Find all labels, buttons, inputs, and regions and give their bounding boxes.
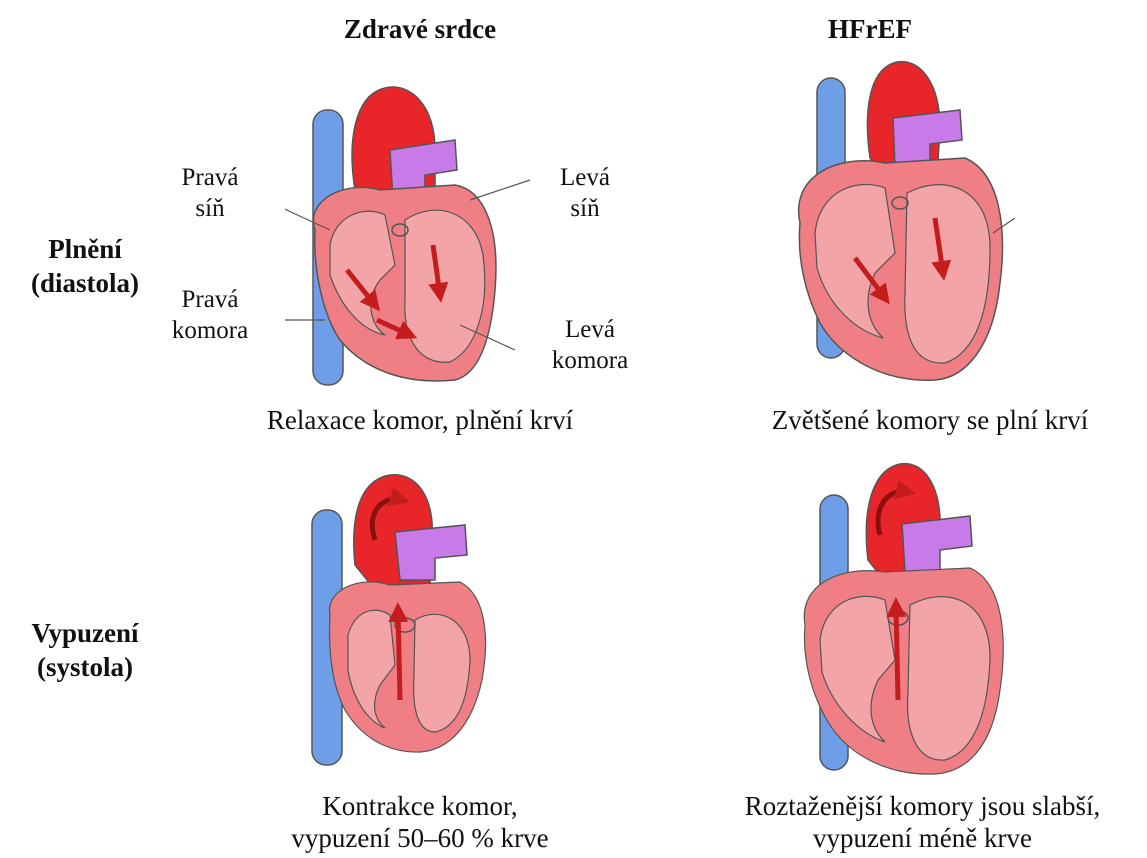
label-left-ventricle-line2: komora <box>540 345 640 376</box>
heart-healthy-filling <box>285 80 545 390</box>
caption-hfref-filling: Zvětšené komory se plní krví <box>720 404 1140 436</box>
label-left-ventricle-line1: Levá <box>540 314 640 345</box>
label-right-atrium: Pravá síň <box>160 162 260 224</box>
caption-hfref-ejection-line2: vypuzení méně krve <box>700 822 1145 854</box>
pointer-line-left-atrium <box>470 180 530 200</box>
caption-healthy-ejection: Kontrakce komor, vypuzení 50–60 % krve <box>210 790 630 854</box>
row-heading-filling-line2: (diastola) <box>10 266 160 300</box>
row-heading-filling: Plnění (diastola) <box>10 232 160 300</box>
heart-healthy-ejection <box>290 470 530 770</box>
pulmonary-artery <box>902 516 972 572</box>
column-heading-healthy: Zdravé srdce <box>300 14 540 45</box>
label-left-ventricle: Levá komora <box>540 314 640 376</box>
label-right-atrium-line1: Pravá <box>160 162 260 193</box>
flow-arrow <box>398 610 400 700</box>
label-left-atrium-line1: Levá <box>540 162 630 193</box>
label-right-ventricle-line1: Pravá <box>160 284 260 315</box>
caption-hfref-ejection-line1: Roztaženější komory jsou slabší, <box>700 790 1145 822</box>
flow-arrow <box>896 605 898 700</box>
row-heading-ejection: Vypuzení (systola) <box>0 616 170 684</box>
column-heading-hfref: HFrEF <box>790 14 950 45</box>
label-right-ventricle-line2: komora <box>160 315 260 346</box>
caption-healthy-filling-line1: Relaxace komor, plnění krví <box>200 404 640 436</box>
caption-healthy-filling: Relaxace komor, plnění krví <box>200 404 640 436</box>
row-heading-ejection-line1: Vypuzení <box>0 616 170 650</box>
row-heading-filling-line1: Plnění <box>10 232 160 266</box>
caption-hfref-filling-line1: Zvětšené komory se plní krví <box>720 404 1140 436</box>
heart-hfref-ejection <box>780 460 1020 780</box>
caption-healthy-ejection-line1: Kontrakce komor, <box>210 790 630 822</box>
caption-healthy-ejection-line2: vypuzení 50–60 % krve <box>210 822 630 854</box>
caption-hfref-ejection: Roztaženější komory jsou slabší, vypuzen… <box>700 790 1145 854</box>
pulmonary-artery <box>395 525 467 580</box>
label-left-atrium-line2: síň <box>540 193 630 224</box>
heart-hfref-filling <box>775 58 1015 388</box>
row-heading-ejection-line2: (systola) <box>0 650 170 684</box>
label-left-atrium: Levá síň <box>540 162 630 224</box>
label-right-ventricle: Pravá komora <box>160 284 260 346</box>
label-right-atrium-line2: síň <box>160 193 260 224</box>
